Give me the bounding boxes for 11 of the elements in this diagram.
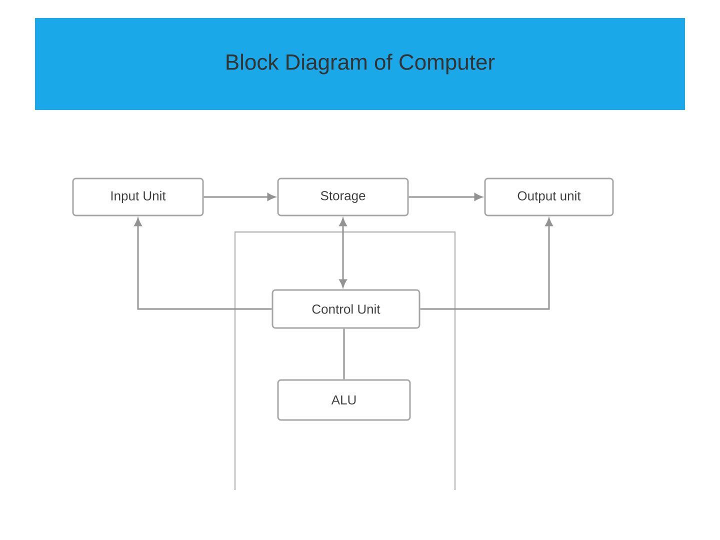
arrow: [204, 193, 276, 201]
arrow: [420, 218, 553, 310]
title-banner: Block Diagram of Computer: [35, 18, 685, 110]
arrow: [134, 218, 272, 310]
process-box: Control Unit: [272, 289, 420, 329]
process-box: ALU: [277, 379, 411, 421]
process-box: Input Unit: [72, 178, 204, 216]
process-box: Output unit: [484, 178, 614, 216]
arrow: [408, 193, 482, 201]
process-box: Storage: [277, 178, 409, 216]
arrow: [339, 218, 347, 288]
